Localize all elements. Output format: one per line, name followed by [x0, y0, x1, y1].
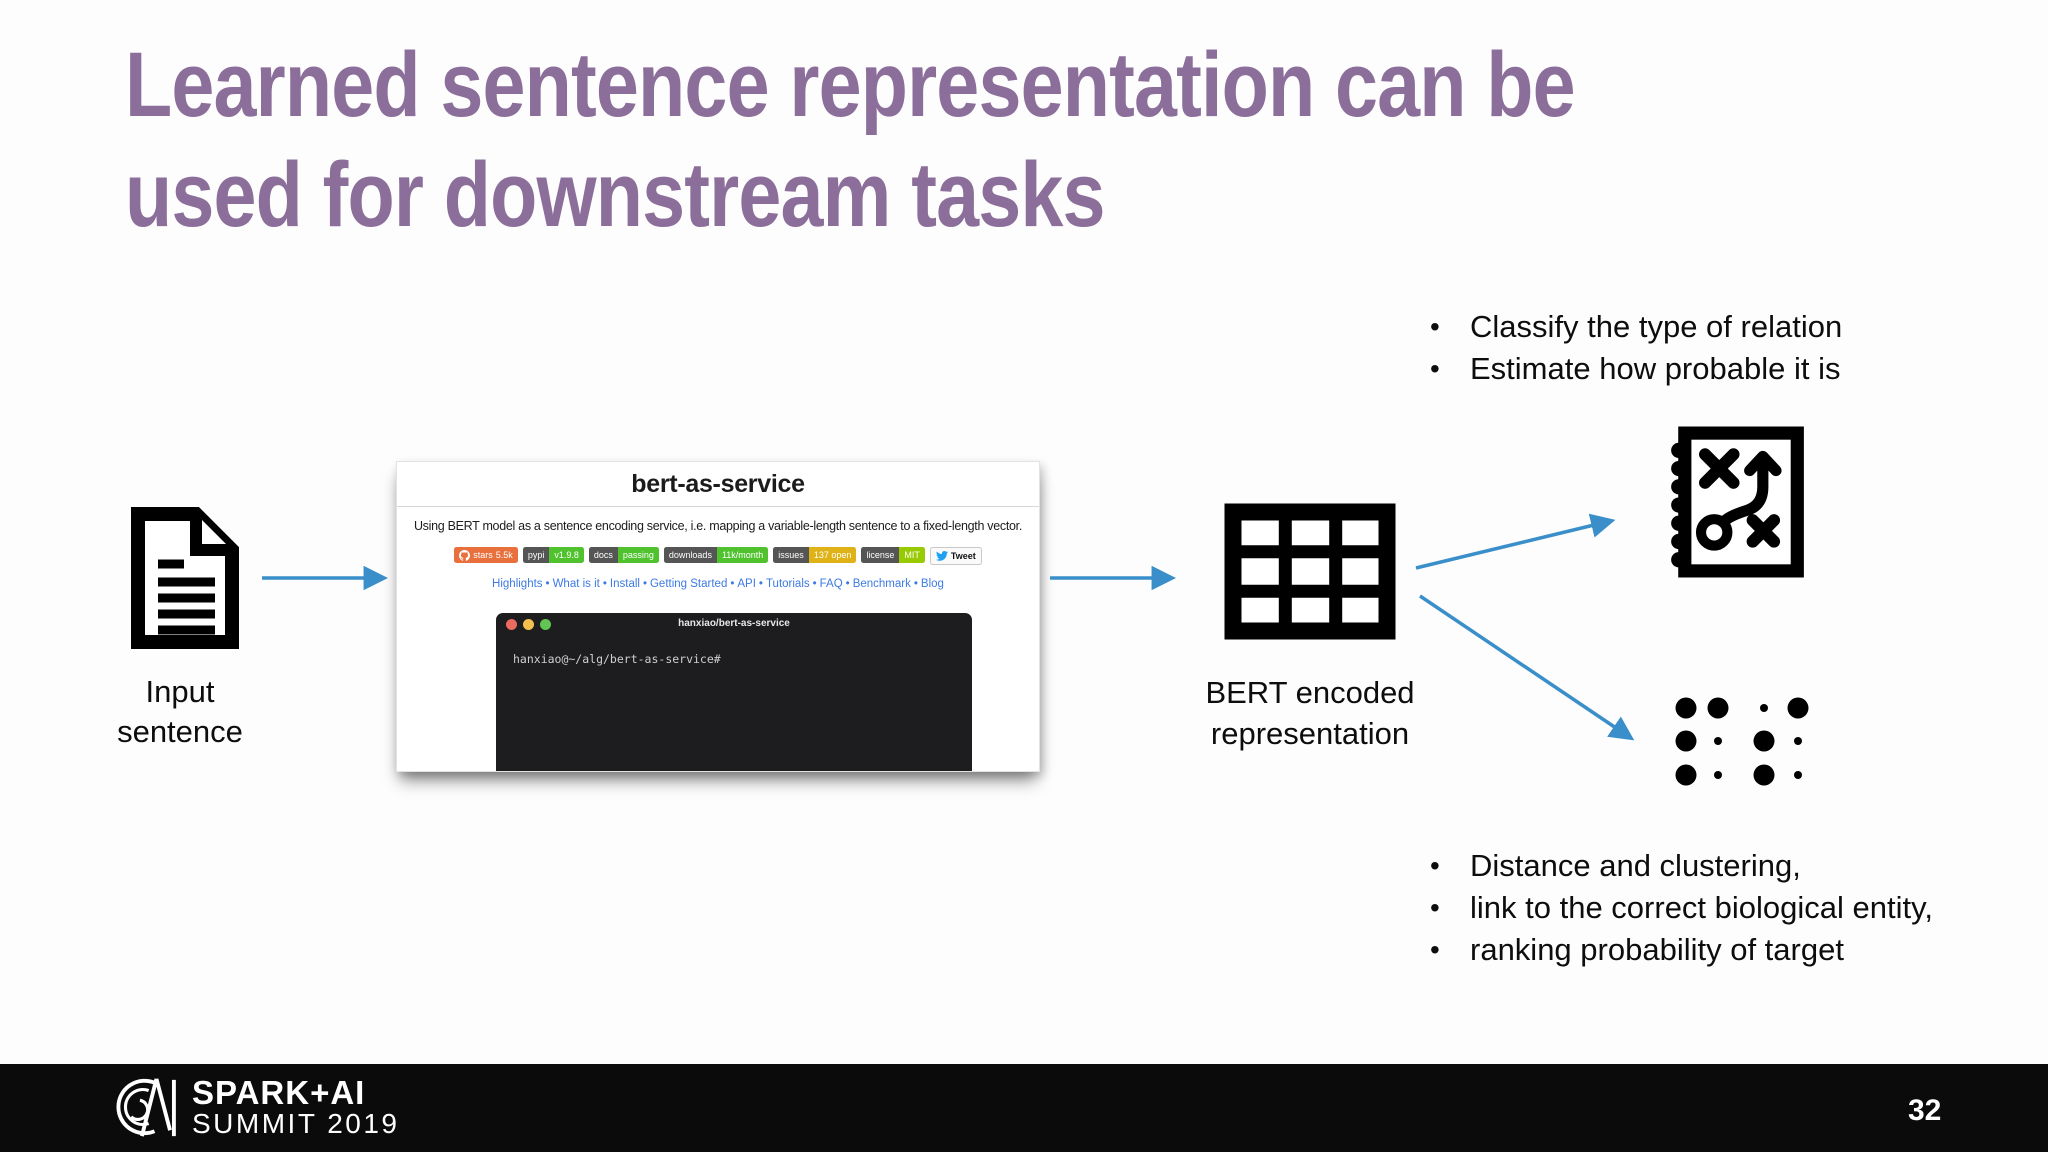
clustering-task-list: Distance and clustering, link to the cor… — [1424, 845, 1933, 971]
arrow-to-clustering — [1419, 594, 1635, 741]
terminal-window: hanxiao/bert-as-service hanxiao@~/alg/be… — [496, 613, 972, 771]
minimize-button[interactable] — [523, 619, 534, 630]
bert-encoded-label: BERT encoded representation — [1205, 675, 1415, 751]
spark-ai-summit-logo-icon — [116, 1078, 176, 1137]
license-badge[interactable]: license MIT — [861, 547, 925, 563]
badge-row: stars 5.5k pypi v1.9.8 docs passing down… — [397, 547, 1039, 565]
footer-bar: SPARK+AI SUMMIT 2019 32 — [0, 1064, 2048, 1152]
link-getting-started[interactable]: Getting Started — [649, 578, 728, 590]
window-controls — [506, 619, 551, 630]
link-tutorials[interactable]: Tutorials — [765, 578, 810, 590]
arrow-input-to-bert — [262, 565, 389, 591]
link-faq[interactable]: FAQ — [819, 578, 843, 590]
terminal-prompt: hanxiao@~/alg/bert-as-service# — [513, 652, 721, 666]
link-what-is-it[interactable]: What is it — [552, 578, 600, 590]
github-icon — [459, 549, 471, 561]
classification-task-list: Classify the type of relation Estimate h… — [1424, 306, 1842, 390]
matrix-grid-icon — [1224, 503, 1396, 640]
cluster-dots-icon — [1675, 697, 1809, 786]
terminal-title: hanxiao/bert-as-service — [678, 618, 790, 629]
tweet-button[interactable]: Tweet — [929, 547, 982, 565]
twitter-icon — [935, 551, 948, 561]
brand-name: SPARK+AI — [192, 1074, 366, 1111]
arrow-to-classification — [1415, 513, 1616, 570]
page-number: 32 — [1908, 1094, 1942, 1127]
docs-badge[interactable]: docs passing — [588, 547, 659, 563]
divider — [397, 506, 1039, 507]
link-api[interactable]: API — [737, 578, 756, 590]
zoom-button[interactable] — [540, 619, 551, 630]
strategy-playbook-icon — [1671, 426, 1804, 578]
list-item: link to the correct biological entity, — [1424, 887, 1933, 929]
terminal-titlebar: hanxiao/bert-as-service — [496, 613, 972, 636]
document-icon — [131, 507, 239, 649]
arrow-bert-to-representation — [1050, 565, 1177, 591]
link-highlights[interactable]: Highlights — [492, 578, 543, 590]
list-item: Estimate how probable it is — [1424, 348, 1842, 390]
github-stars-badge[interactable]: stars 5.5k — [454, 547, 518, 563]
bert-as-service-subtitle: Using BERT model as a sentence encoding … — [413, 519, 1023, 533]
slide-title: Learned sentence representation can be u… — [125, 30, 1973, 250]
bert-as-service-heading: bert-as-service — [631, 470, 805, 498]
list-item: Classify the type of relation — [1424, 306, 1842, 348]
link-benchmark[interactable]: Benchmark — [852, 578, 911, 590]
slide-title-line1: Learned sentence representation can be — [125, 34, 1576, 136]
input-sentence-label: Input sentence — [117, 674, 243, 749]
pypi-badge[interactable]: pypi v1.9.8 — [522, 547, 584, 563]
brand-subtitle: SUMMIT 2019 — [192, 1108, 400, 1139]
list-item: Distance and clustering, — [1424, 845, 1933, 887]
slide-title-line2: used for downstream tasks — [125, 144, 1105, 246]
close-button[interactable] — [506, 619, 517, 630]
link-blog[interactable]: Blog — [920, 578, 944, 590]
list-item: ranking probability of target — [1424, 929, 1933, 971]
link-install[interactable]: Install — [609, 578, 640, 590]
issues-badge[interactable]: issues 137 open — [773, 547, 857, 563]
downloads-badge[interactable]: downloads 11k/month — [663, 547, 769, 563]
bert-nav-links: Highlights•What is it•Install•Getting St… — [492, 578, 944, 590]
bert-as-service-screenshot: bert-as-service Using BERT model as a se… — [396, 461, 1040, 772]
